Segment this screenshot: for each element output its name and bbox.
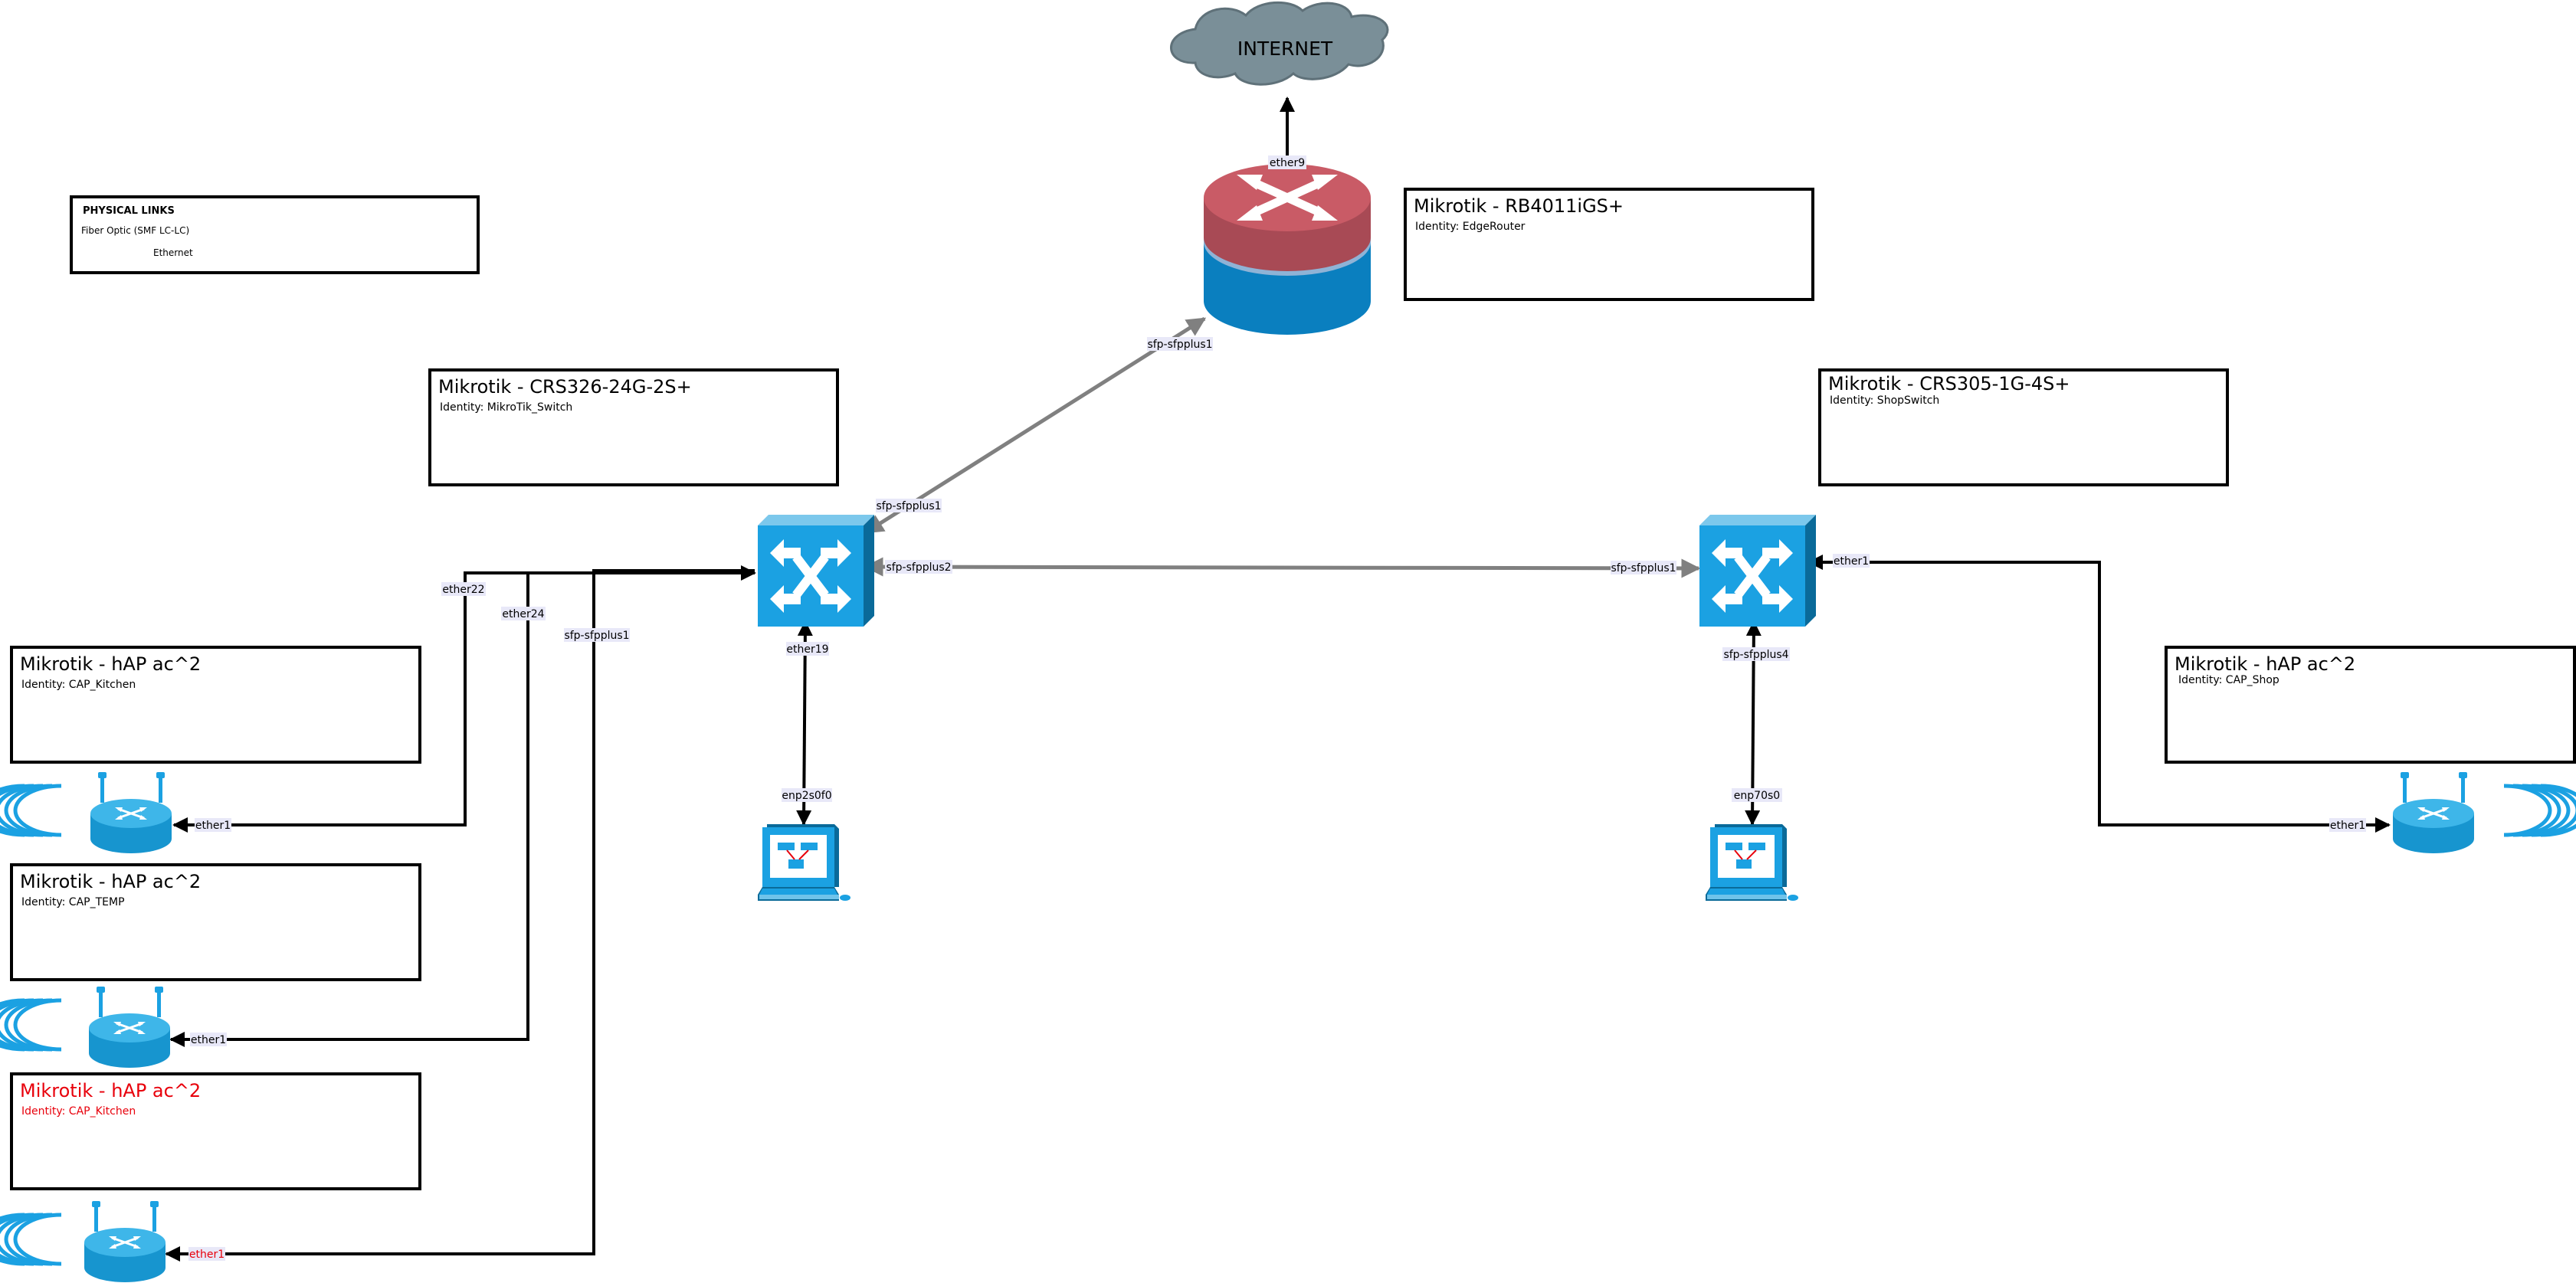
shop-switch-info-box: Mikrotik - CRS305-1G-4S+ Identity: ShopS… <box>1818 368 2229 486</box>
pc1-icon <box>757 823 851 902</box>
physical-links-legend: PHYSICAL LINKS Fiber Optic (SMF LC-LC) E… <box>70 195 480 274</box>
ap-kitchen-identity: Identity: CAP_Kitchen <box>21 679 136 691</box>
ap-kitchen-alt-waves-icon <box>0 1215 61 1264</box>
main-switch-title: Mikrotik - CRS326-24G-2S+ <box>438 376 692 398</box>
shop-switch-identity: Identity: ShopSwitch <box>1830 394 1940 407</box>
port-ap4-ether1: ether1 <box>2330 820 2365 832</box>
port-shop-sfp1: sfp-sfpplus1 <box>1611 562 1676 574</box>
edge-router-title: Mikrotik - RB4011iGS+ <box>1414 195 1624 217</box>
ap-shop-icon <box>2391 771 2476 855</box>
port-switch-sfp1: sfp-sfpplus1 <box>876 500 941 512</box>
port-ap3-ether1: ether1 <box>189 1249 224 1261</box>
internet-cloud-icon: INTERNET <box>1170 1 1389 86</box>
router-icon <box>1204 164 1371 335</box>
port-pc1-nic: enp2s0f0 <box>782 790 831 802</box>
ap-kitchen-alt-icon <box>83 1200 167 1283</box>
shop-switch-icon <box>1699 515 1816 627</box>
port-shop-ether1: ether1 <box>1834 555 1869 568</box>
ap-shop-identity: Identity: CAP_Shop <box>2178 674 2279 686</box>
link-router-switch-fiber <box>864 316 1207 535</box>
port-switch-sfp1-b: sfp-sfpplus1 <box>564 630 629 642</box>
port-switch-sfp2: sfp-sfpplus2 <box>886 561 951 574</box>
main-switch-identity: Identity: MikroTik_Switch <box>440 401 573 414</box>
port-pc2-nic: enp70s0 <box>1734 790 1780 802</box>
ap-temp-waves-icon <box>0 1000 61 1049</box>
link-switch-ap-temp <box>169 571 755 1047</box>
ap-kitchen-icon <box>89 771 173 855</box>
ap-kitchen-alt-info-box: Mikrotik - hAP ac^2 Identity: CAP_Kitche… <box>10 1072 421 1190</box>
main-switch-info-box: Mikrotik - CRS326-24G-2S+ Identity: Mikr… <box>428 368 839 486</box>
ap-kitchen-waves-icon <box>0 786 61 835</box>
link-switch-shopswitch-fiber <box>864 557 1701 578</box>
ap-kitchen-title: Mikrotik - hAP ac^2 <box>20 653 202 675</box>
ap-temp-identity: Identity: CAP_TEMP <box>21 896 125 908</box>
legend-heading: PHYSICAL LINKS <box>83 205 175 217</box>
pc2-icon <box>1705 823 1799 902</box>
ap-shop-title: Mikrotik - hAP ac^2 <box>2175 653 2356 675</box>
ap-temp-title: Mikrotik - hAP ac^2 <box>20 871 202 892</box>
shop-switch-title: Mikrotik - CRS305-1G-4S+ <box>1828 373 2070 394</box>
ap-temp-icon <box>87 985 172 1069</box>
port-switch-ether24: ether24 <box>502 608 544 620</box>
link-switch-ap-kitchen-alt <box>165 569 755 1262</box>
ap-kitchen-info-box: Mikrotik - hAP ac^2 Identity: CAP_Kitche… <box>10 646 421 764</box>
legend-ethernet-label: Ethernet <box>153 247 193 258</box>
ap-shop-waves-icon <box>2504 786 2576 835</box>
port-switch-ether22: ether22 <box>442 584 484 596</box>
port-router-sfp: sfp-sfpplus1 <box>1147 339 1212 351</box>
ap-kitchen-alt-title: Mikrotik - hAP ac^2 <box>20 1080 202 1101</box>
main-switch-icon <box>758 515 874 627</box>
port-ap2-ether1: ether1 <box>191 1034 226 1046</box>
ap-shop-info-box: Mikrotik - hAP ac^2 Identity: CAP_Shop <box>2165 646 2576 764</box>
port-shop-sfp4: sfp-sfpplus4 <box>1723 649 1788 661</box>
ap-temp-info-box: Mikrotik - hAP ac^2 Identity: CAP_TEMP <box>10 863 421 981</box>
edge-router-identity: Identity: EdgeRouter <box>1415 221 1526 233</box>
port-switch-ether19: ether19 <box>786 643 828 656</box>
port-ap1-ether1: ether1 <box>195 820 231 832</box>
link-shopswitch-ap-shop <box>1807 555 2391 833</box>
ap-kitchen-alt-identity: Identity: CAP_Kitchen <box>21 1105 136 1118</box>
legend-fiber-label: Fiber Optic (SMF LC-LC) <box>81 225 190 236</box>
edge-router-info-box: Mikrotik - RB4011iGS+ Identity: EdgeRout… <box>1404 188 1814 301</box>
internet-label: INTERNET <box>1237 38 1333 60</box>
port-router-ether9: ether9 <box>1270 157 1305 169</box>
